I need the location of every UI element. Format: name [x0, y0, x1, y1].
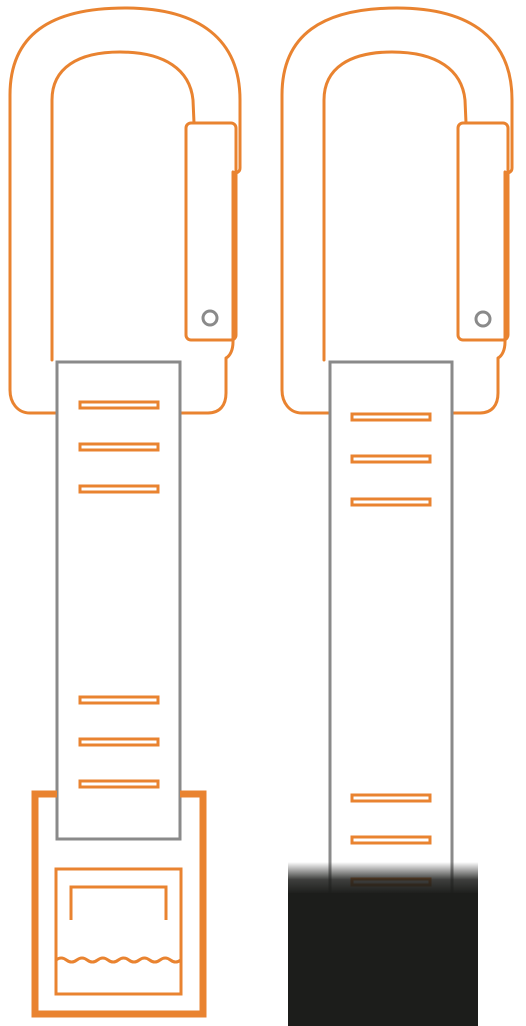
carabiner-left	[8, 6, 242, 415]
strap-bar-mark	[78, 695, 160, 705]
strap-bar-mark	[78, 737, 160, 747]
strap-bar-mark	[350, 412, 432, 422]
strap-bar-mark	[350, 835, 432, 845]
strap-bar-mark	[350, 793, 432, 803]
strap-left	[55, 360, 182, 841]
lanyard-right	[280, 6, 514, 1026]
carabiner-right-outer	[280, 6, 514, 415]
gate-rivet-icon	[201, 309, 219, 327]
strap-bar-mark	[78, 484, 160, 494]
buckle-left-plate	[54, 867, 183, 996]
strap-bar-mark	[78, 779, 160, 789]
strap-bar-mark	[78, 400, 160, 410]
buckle-left-slot	[69, 885, 168, 920]
carabiner-left-outer	[8, 6, 242, 415]
carabiner-left-gate	[184, 121, 238, 342]
strap-bar-mark	[350, 497, 432, 507]
carabiner-right-gate	[456, 121, 510, 342]
strap-bar-mark	[78, 442, 160, 452]
buckle-left	[31, 790, 207, 1018]
carabiner-left-inner	[50, 50, 196, 362]
lanyard-left	[8, 6, 242, 1018]
strap-bar-mark	[350, 454, 432, 464]
wave-stitching	[55, 956, 182, 964]
sleeve-right	[288, 893, 478, 1026]
carabiner-right-inner	[322, 50, 468, 362]
strap-left-marks	[78, 400, 160, 789]
gate-rivet-icon	[474, 310, 492, 328]
carabiner-right	[280, 6, 514, 415]
sleeve-right-fade	[288, 862, 478, 894]
buckle-left-frame	[31, 790, 207, 1018]
strap-right	[328, 360, 454, 904]
